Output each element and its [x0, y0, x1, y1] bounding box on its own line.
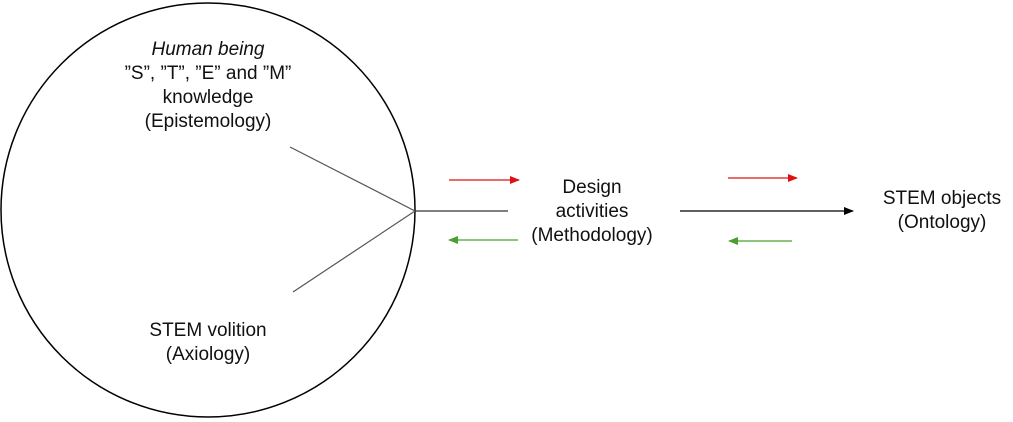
epistemology-text: (Epistemology)	[144, 111, 272, 132]
axiology-text: (Axiology)	[165, 344, 251, 365]
methodology-label: Design activities (Methodology)	[512, 176, 672, 248]
stem-volition-text: STEM volition	[149, 320, 267, 341]
ontology-label: STEM objects (Ontology)	[872, 187, 1012, 235]
axiology-label: STEM volition (Axiology)	[108, 319, 308, 367]
methodology-text: (Methodology)	[531, 225, 653, 246]
knowledge-text: knowledge	[162, 87, 254, 108]
design-text: Design	[562, 177, 622, 198]
epistemology-connector	[289, 146, 416, 212]
activities-text: activities	[555, 201, 629, 222]
stem-objects-text: STEM objects	[882, 188, 1002, 209]
epistemology-label: Human being ”S”, ”T”, ”E” and ”M” knowle…	[108, 38, 308, 134]
human-being-circle	[0, 2, 416, 418]
ontology-text: (Ontology)	[897, 212, 987, 233]
human-being-text: Human being	[151, 39, 265, 60]
axiology-connector	[292, 210, 416, 293]
stem-letters-text: ”S”, ”T”, ”E” and ”M”	[124, 63, 292, 84]
